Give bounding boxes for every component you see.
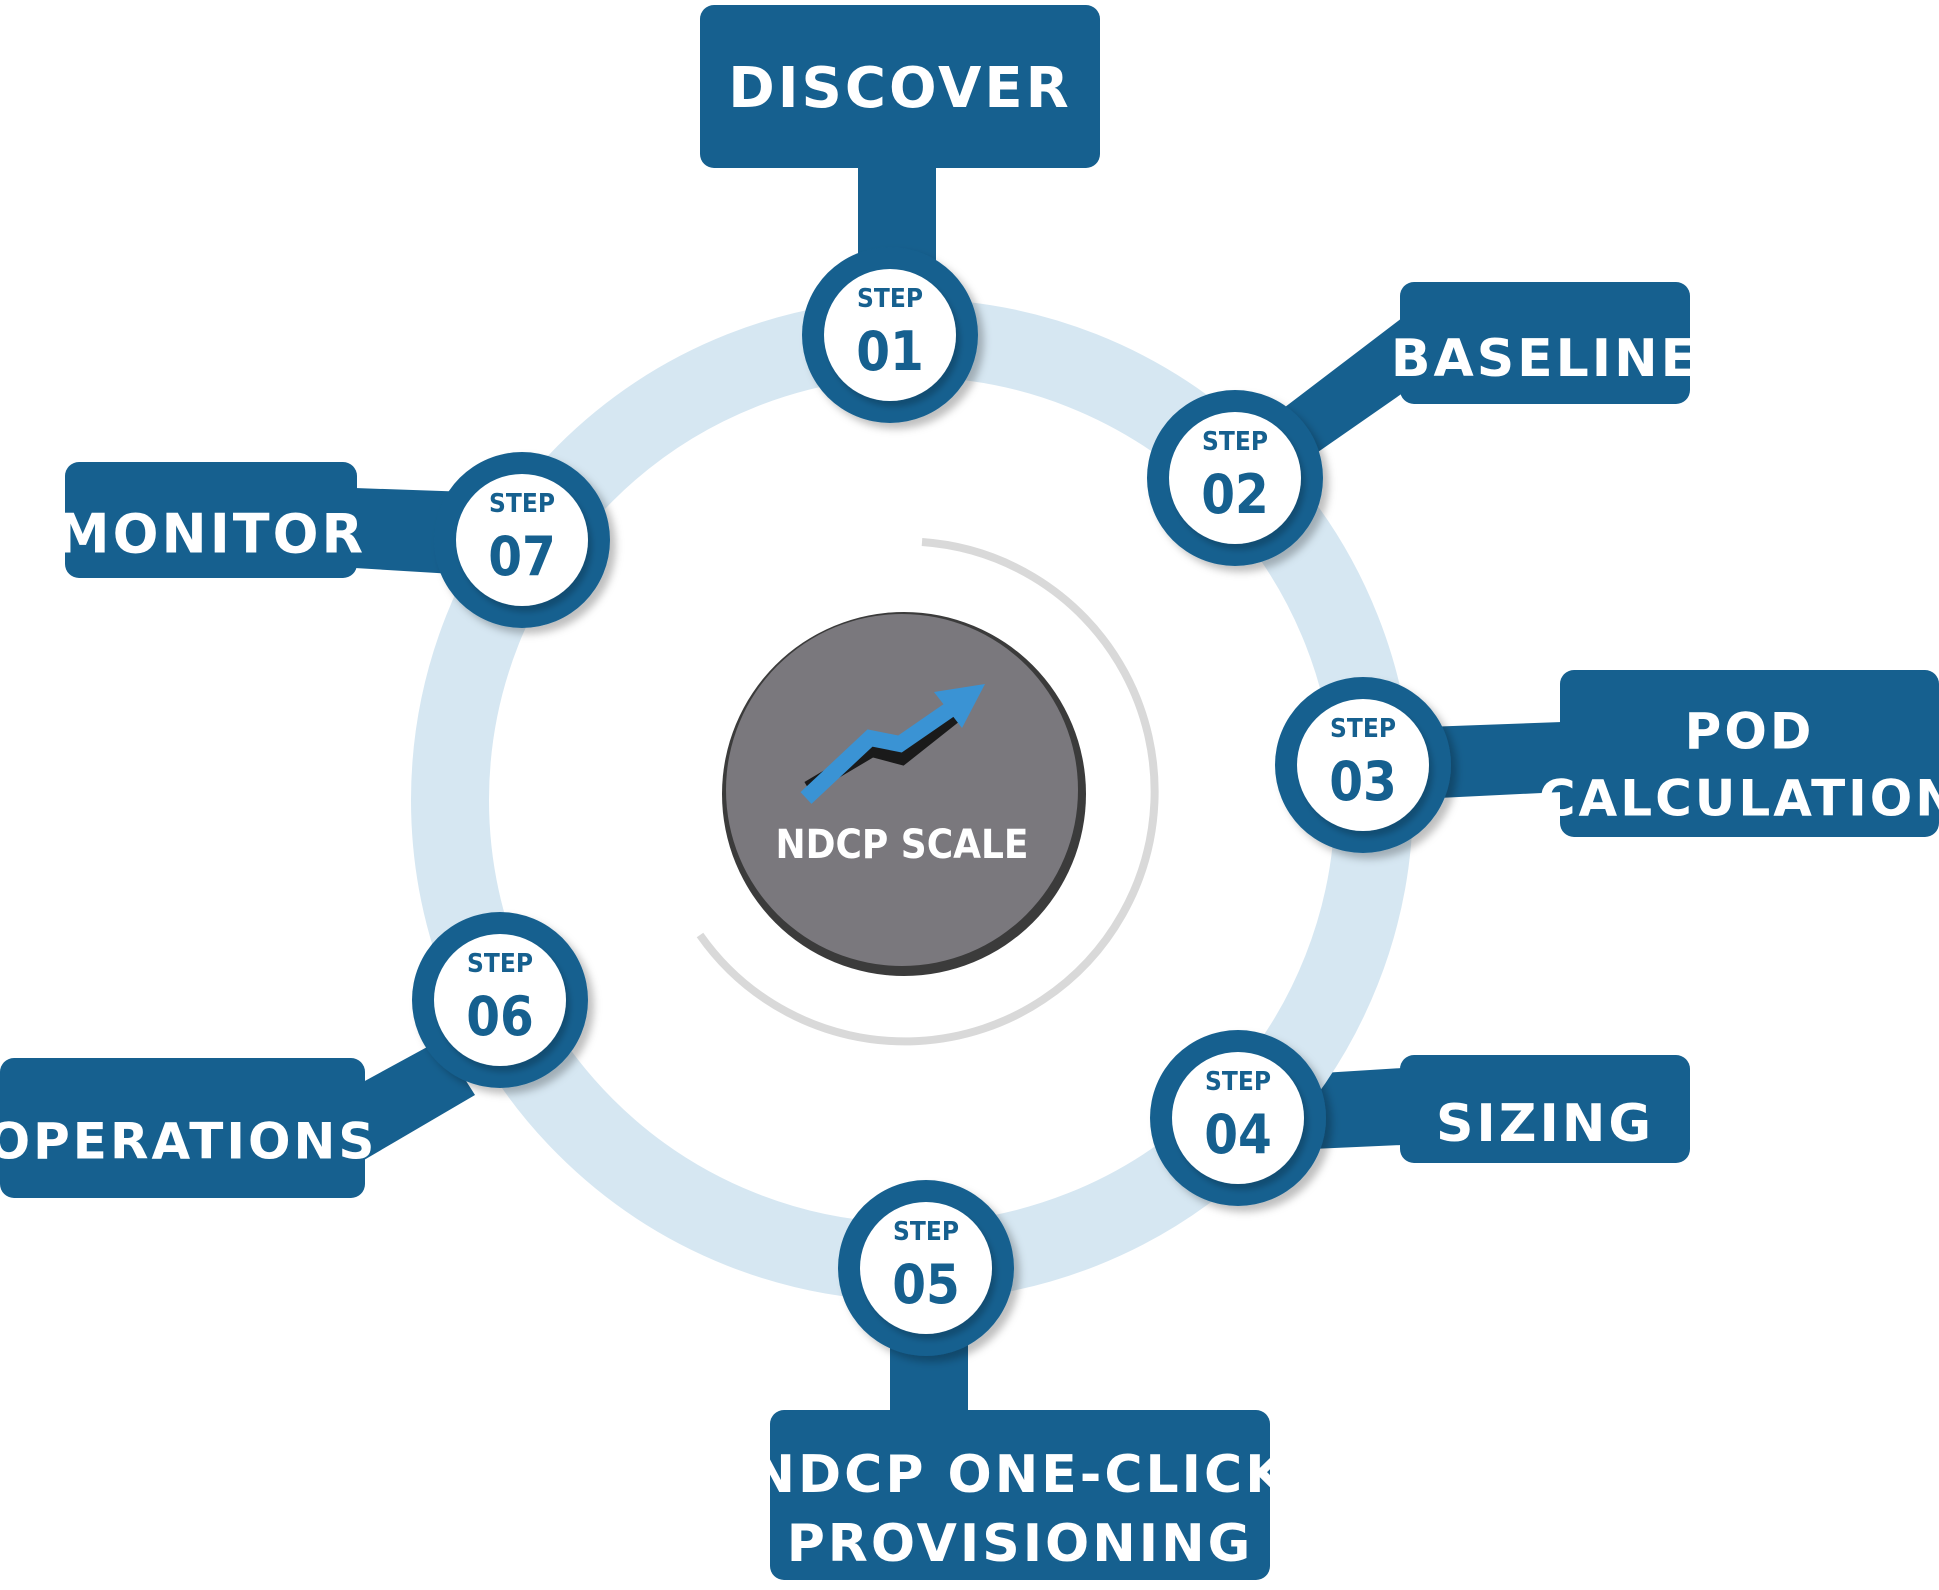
step-07-label-box xyxy=(65,462,357,578)
trend-arrow-icon xyxy=(800,684,985,804)
step-06-label-box xyxy=(0,1058,365,1198)
step-04-label: SIZING xyxy=(1400,1055,1690,1163)
step-02-node: STEP 02 xyxy=(1147,390,1323,566)
step-02-label: BASELINE xyxy=(1391,282,1699,404)
center-hub: NDCP SCALE xyxy=(696,538,1159,1046)
step-word: STEP xyxy=(1202,427,1268,457)
step-02-label-line: BASELINE xyxy=(1391,329,1699,389)
step-number: 06 xyxy=(466,985,534,1048)
step-node-inner xyxy=(1169,412,1301,544)
step-word: STEP xyxy=(857,284,923,314)
step-node-inner xyxy=(434,934,566,1066)
step-01-node: STEP 01 xyxy=(802,247,978,423)
center-title: NDCP SCALE xyxy=(776,822,1029,868)
step-06-label: OPERATIONS xyxy=(0,1058,377,1198)
step-01-label: DISCOVER xyxy=(700,5,1100,168)
step-labels: DISCOVER BASELINE POD CALCULATION SIZING NDCP… xyxy=(0,5,1939,1580)
step-number: 05 xyxy=(892,1253,960,1316)
step-07-label-line: MONITOR xyxy=(56,503,366,566)
step-word: STEP xyxy=(1205,1067,1271,1097)
step-03-label-line: CALCULATION xyxy=(1539,770,1939,828)
step-03-label: POD CALCULATION xyxy=(1539,670,1939,837)
step-05-label: NDCP ONE-CLICK PROVISIONING xyxy=(752,1410,1289,1580)
step-06-connector xyxy=(330,1040,475,1160)
step-word: STEP xyxy=(489,489,555,519)
center-shadow-arc xyxy=(696,538,1159,1046)
step-05-label-line: NDCP ONE-CLICK xyxy=(752,1445,1289,1505)
step-node-inner xyxy=(1172,1052,1304,1184)
step-06-node: STEP 06 xyxy=(412,912,588,1088)
step-number: 02 xyxy=(1201,463,1269,526)
step-node-inner xyxy=(456,474,588,606)
step-06-label-line: OPERATIONS xyxy=(0,1113,377,1171)
step-number: 03 xyxy=(1329,750,1397,813)
step-03-label-box xyxy=(1560,670,1939,837)
step-07-node: STEP 07 xyxy=(434,452,610,628)
step-07-label: MONITOR xyxy=(56,462,366,578)
step-word: STEP xyxy=(893,1217,959,1247)
step-word: STEP xyxy=(467,949,533,979)
step-04-label-line: SIZING xyxy=(1436,1094,1654,1154)
step-05-node: STEP 05 xyxy=(838,1180,1014,1356)
step-05-label-line: PROVISIONING xyxy=(787,1514,1254,1574)
step-04-node: STEP 04 xyxy=(1150,1030,1326,1206)
step-node-inner xyxy=(860,1202,992,1334)
step-01-label-line: DISCOVER xyxy=(728,56,1072,121)
step-node-inner xyxy=(824,269,956,401)
step-02-label-box xyxy=(1400,282,1690,404)
step-word: STEP xyxy=(1330,714,1396,744)
step-number: 01 xyxy=(856,320,924,383)
step-01-label-box xyxy=(700,5,1100,168)
step-03-label-line: POD xyxy=(1685,703,1815,761)
step-04-label-box xyxy=(1400,1055,1690,1163)
step-03-node: STEP 03 xyxy=(1275,677,1451,853)
center-disc xyxy=(726,614,1078,966)
step-nodes: STEP01STEP02STEP03STEP04STEP05STEP06STEP… xyxy=(412,247,1451,1356)
step-node-inner xyxy=(1297,699,1429,831)
step-number: 07 xyxy=(488,525,556,588)
step-05-label-box xyxy=(770,1410,1270,1580)
step-number: 04 xyxy=(1204,1103,1272,1166)
